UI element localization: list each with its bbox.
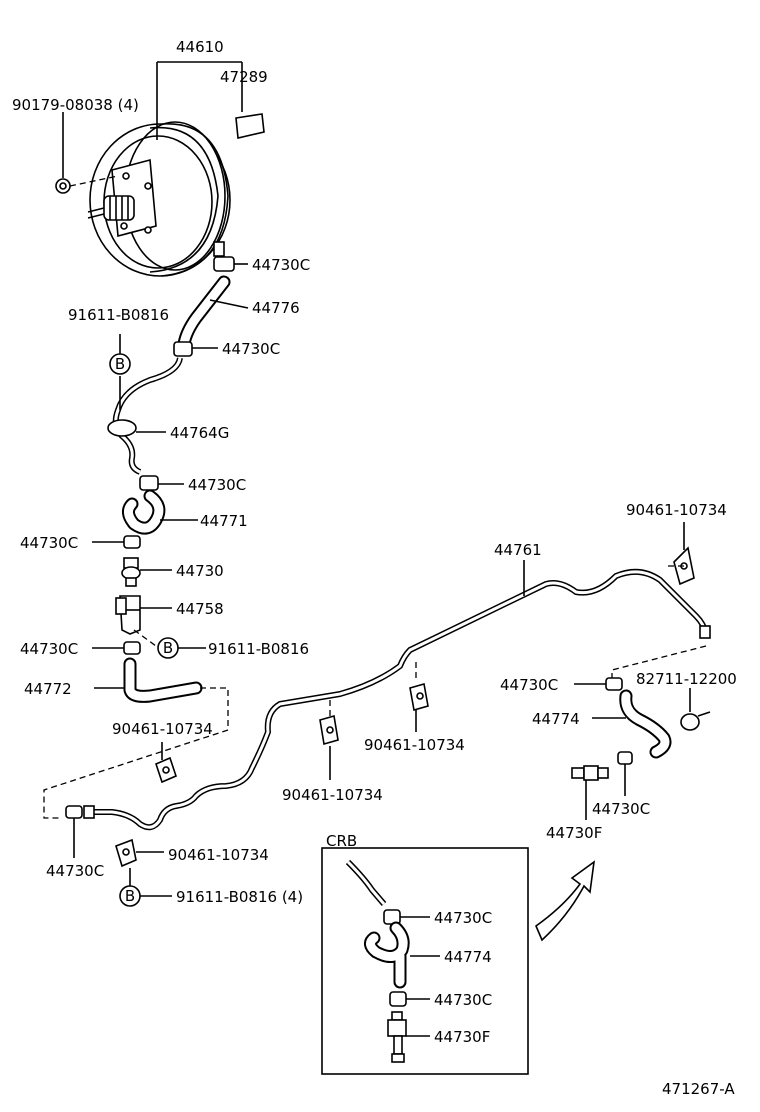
clamp-icon bbox=[123, 535, 141, 549]
label-clip-c: 90461-10734 bbox=[282, 786, 383, 804]
booster-nut bbox=[55, 178, 71, 194]
label-bolt-bottom: 91611-B0816 (4) bbox=[176, 888, 303, 906]
label-bolt-top: 91611-B0816 bbox=[68, 306, 169, 324]
label-booster-assy: 44610 bbox=[176, 38, 224, 56]
label-clip-a: 90461-10734 bbox=[112, 720, 213, 738]
callout-b-label: B bbox=[115, 355, 125, 373]
callout-b-label: B bbox=[125, 887, 135, 905]
clip-c bbox=[319, 714, 339, 746]
label-crb-clamp-lower: 44730C bbox=[434, 991, 492, 1009]
label-clamp-5: 44730C bbox=[20, 640, 78, 658]
fitting-f bbox=[571, 765, 609, 781]
clamp-icon bbox=[65, 805, 83, 819]
label-clamp-2: 44730C bbox=[222, 340, 280, 358]
label-clamp-8: 44730C bbox=[592, 800, 650, 818]
label-nut-booster: 90179-08038 (4) bbox=[12, 96, 139, 114]
clip-a bbox=[155, 756, 177, 784]
label-crb-hose: 44774 bbox=[444, 948, 492, 966]
label-pipe-main: 44761 bbox=[494, 541, 542, 559]
label-gasket: 47289 bbox=[220, 68, 268, 86]
label-clamp-hose-right: 82711-12200 bbox=[636, 670, 737, 688]
callout-b-bottom: B bbox=[119, 885, 141, 907]
figure-id: 471267-A bbox=[662, 1080, 735, 1098]
label-clip-b: 90461-10734 bbox=[168, 846, 269, 864]
label-hose-right: 44774 bbox=[532, 710, 580, 728]
gasket bbox=[235, 113, 265, 139]
clamp-icon bbox=[139, 475, 159, 491]
label-hose-s: 44771 bbox=[200, 512, 248, 530]
label-hose-lower: 44772 bbox=[24, 680, 72, 698]
clip-b bbox=[115, 838, 137, 868]
hose-clamp-right bbox=[680, 711, 711, 731]
label-clip-right-top: 90461-10734 bbox=[626, 501, 727, 519]
callout-b-middle: B bbox=[157, 637, 179, 659]
crb-title: CRB bbox=[326, 832, 357, 850]
arrow-icon bbox=[535, 860, 596, 942]
callout-b-top: B bbox=[109, 353, 131, 375]
label-pipe-check: 44764G bbox=[170, 424, 229, 442]
label-clip-d: 90461-10734 bbox=[364, 736, 465, 754]
clip-d bbox=[409, 682, 429, 712]
clamp-icon bbox=[605, 677, 623, 691]
callout-b-label: B bbox=[163, 639, 173, 657]
label-check-valve: 44730 bbox=[176, 562, 224, 580]
label-clamp-7: 44730C bbox=[500, 676, 558, 694]
label-crb-clamp-upper: 44730C bbox=[434, 909, 492, 927]
crb-inset-frame bbox=[321, 847, 529, 1075]
vacuum-bracket bbox=[115, 595, 141, 635]
clamp-icon bbox=[213, 256, 235, 272]
label-clamp-4: 44730C bbox=[20, 534, 78, 552]
label-hose-upper: 44776 bbox=[252, 299, 300, 317]
label-clamp-1: 44730C bbox=[252, 256, 310, 274]
brake-booster bbox=[87, 121, 231, 277]
label-clamp-6: 44730C bbox=[46, 862, 104, 880]
check-valve bbox=[121, 557, 141, 587]
clamp-icon bbox=[617, 751, 633, 765]
label-fitting-f: 44730F bbox=[546, 824, 602, 842]
clamp-icon bbox=[173, 341, 193, 357]
label-crb-fitting: 44730F bbox=[434, 1028, 490, 1046]
clamp-icon bbox=[123, 641, 141, 655]
label-bracket: 44758 bbox=[176, 600, 224, 618]
crb-inset bbox=[345, 859, 440, 1063]
label-bolt-bracket: 91611-B0816 bbox=[208, 640, 309, 658]
label-clamp-3: 44730C bbox=[188, 476, 246, 494]
